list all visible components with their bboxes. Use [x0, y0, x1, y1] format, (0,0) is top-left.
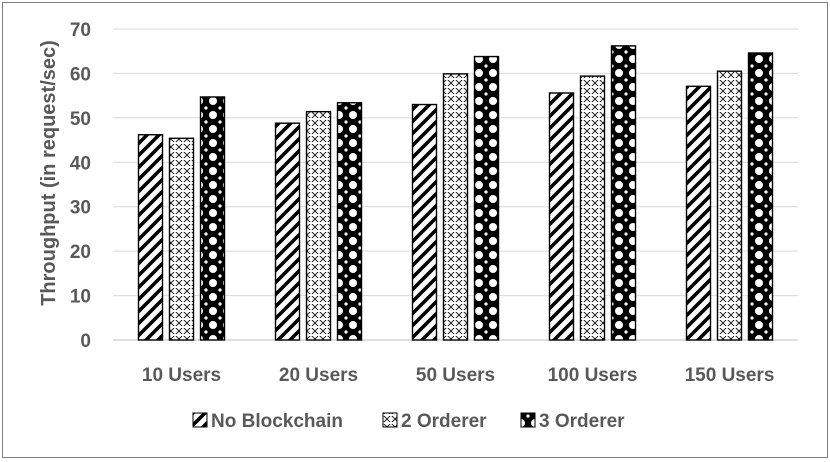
y-tick-label: 10 — [70, 287, 91, 308]
legend: No Blockchain 2 Orderer 3 Orderer — [192, 411, 625, 432]
legend-swatch — [520, 412, 536, 428]
legend-swatch — [192, 412, 208, 428]
x-tick-label: 150 Users — [685, 365, 775, 386]
x-tick-label: 10 Users — [142, 365, 221, 386]
bar-2-orderer — [168, 137, 195, 341]
legend-label: No Blockchain — [211, 411, 343, 432]
x-tick-label: 100 Users — [548, 365, 638, 386]
bar-2-orderer — [716, 70, 743, 341]
bar-no-blockchain — [137, 134, 164, 341]
y-axis-tick-labels: 0 10 20 30 40 50 60 70 — [70, 20, 91, 352]
bar-no-blockchain — [685, 85, 712, 341]
bar-3-orderer — [473, 55, 500, 341]
bar-2-orderer — [305, 110, 332, 341]
y-tick-label: 30 — [70, 198, 91, 219]
bar-2-orderer — [442, 73, 469, 341]
bar-chart: 0 10 20 30 40 50 60 70 10 Users 20 Users 50 Users… — [38, 20, 798, 432]
x-tick-label: 20 Users — [279, 365, 358, 386]
bar-3-orderer — [747, 52, 774, 341]
legend-label: 3 Orderer — [539, 411, 625, 432]
y-tick-label: 40 — [70, 153, 91, 174]
y-tick-label: 50 — [70, 109, 91, 130]
bar-no-blockchain — [411, 103, 438, 341]
y-tick-label: 60 — [70, 64, 91, 85]
y-axis-label: Throughput (in request/sec) — [38, 40, 60, 306]
x-axis-tick-labels: 10 Users 20 Users 50 Users 100 Users 150 Use… — [142, 365, 775, 386]
y-tick-label: 20 — [70, 242, 91, 263]
bar-3-orderer — [610, 45, 637, 341]
bar-3-orderer — [336, 102, 363, 341]
y-tick-label: 0 — [80, 331, 91, 352]
bars — [137, 45, 774, 341]
legend-swatch — [382, 412, 398, 428]
legend-label: 2 Orderer — [401, 411, 487, 432]
bar-2-orderer — [579, 75, 606, 341]
bar-no-blockchain — [274, 122, 301, 341]
bar-3-orderer — [199, 96, 226, 341]
x-tick-label: 50 Users — [416, 365, 495, 386]
y-tick-label: 70 — [70, 20, 91, 41]
bar-no-blockchain — [548, 92, 575, 341]
